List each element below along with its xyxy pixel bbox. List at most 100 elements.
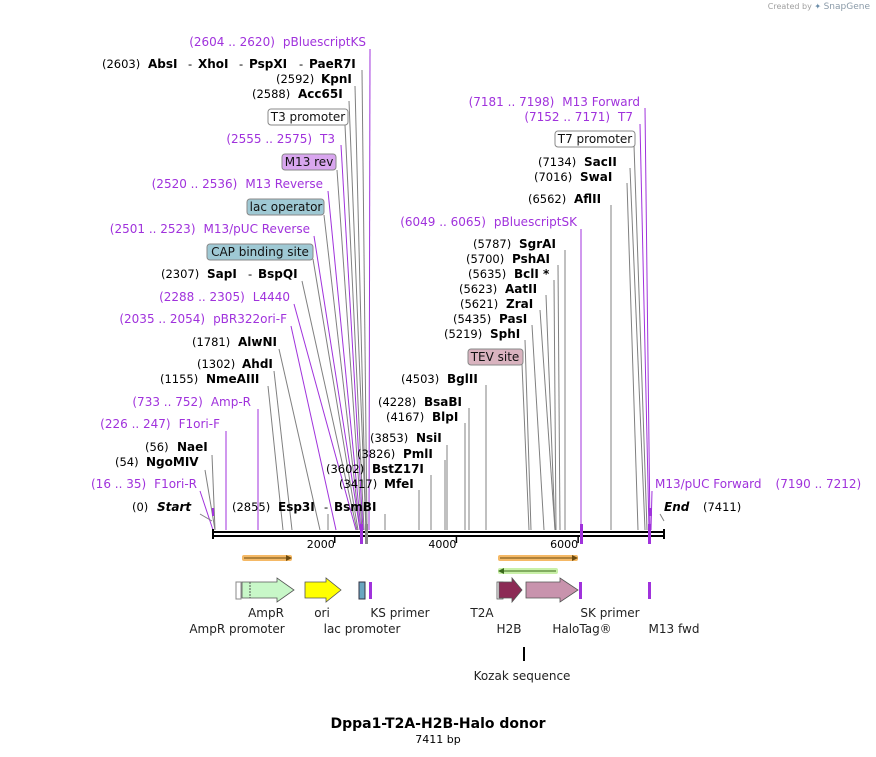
site-bglii-pos: (4503) (401, 372, 439, 386)
site-kpni-pos: (2592) (276, 72, 314, 86)
orf-arrow-ampr (242, 555, 292, 561)
site-bsabi: BsaBI (424, 395, 462, 409)
site-absi-sep2: - (239, 57, 243, 71)
leader-capsite (312, 258, 359, 531)
site-absi: AbsI (148, 57, 177, 71)
boxed-feature-labels: T3 promoter M13 rev lac operator CAP bin… (206, 108, 636, 366)
orf-arrow-reverse (498, 568, 558, 574)
site-bcli: BclI * (514, 267, 550, 281)
leader-m13forward (644, 107, 651, 531)
primer-amp-r: (733 .. 752)Amp-R (132, 395, 251, 409)
leader-f1orir (199, 490, 214, 531)
site-alwni-pos: (1781) (192, 335, 230, 349)
primer-m13-puc-reverse: (2501 .. 2523)M13/pUC Reverse (110, 222, 310, 236)
site-sacii-pos: (7134) (538, 155, 576, 169)
site-pmli: PmlI (403, 447, 433, 461)
site-sapi: SapI (207, 267, 237, 281)
site-bstz17i-pos: (3602) (326, 462, 364, 476)
site-swai: SwaI (580, 170, 612, 184)
leader-bcli (553, 279, 557, 531)
site-acc65i: Acc65I (298, 87, 343, 101)
label-ks-primer: KS primer (370, 606, 429, 620)
leader-lines (199, 48, 665, 531)
leader-t7 (639, 123, 650, 531)
orf-arrow-halotag (498, 555, 578, 561)
site-naei-pos: (56) (145, 440, 169, 454)
site-aflii: AflII (574, 192, 601, 206)
site-acc65i-pos: (2588) (252, 87, 290, 101)
leader-lacoperator (323, 214, 361, 531)
site-absi-sep3: - (299, 57, 303, 71)
leader-absi (361, 69, 368, 531)
leader-start (199, 513, 213, 522)
primer-m13-puc-forward: M13/pUC Forward(7190 .. 7212) (655, 477, 861, 491)
box-cap-binding-site: CAP binding site (206, 243, 314, 261)
label-kozak-sequence: Kozak sequence (474, 669, 571, 683)
site-zrai: ZraI (506, 297, 533, 311)
site-sphi-pos: (5219) (444, 327, 482, 341)
axis-tick-label: 4000 (428, 538, 456, 551)
box-t7-promoter: T7 promoter (554, 130, 636, 148)
snapgene-credit: Created by ✦ SnapGene (768, 2, 870, 12)
feature-lac-promoter (358, 581, 366, 600)
primer-m13-reverse: (2520 .. 2536)M13 Reverse (152, 177, 323, 191)
box-t7-promoter-label: T7 promoter (557, 132, 633, 146)
label-ampr-promoter: AmpR promoter (189, 622, 284, 636)
primer-l4440: (2288 .. 2305)L4440 (159, 290, 290, 304)
leader-sacii (629, 167, 646, 531)
site-esp3i: Esp3I (278, 500, 315, 514)
site-pasi: PasI (499, 312, 527, 326)
snapgene-logo-icon: ✦ (814, 2, 822, 11)
primer-pbluescriptks: (2604 .. 2620)pBluescriptKS (189, 35, 366, 49)
leader-alwni (278, 348, 321, 531)
site-bsabi-pos: (4228) (378, 395, 416, 409)
leader-swai (626, 182, 639, 531)
map-length: 7411 bp (415, 733, 461, 746)
leader-pasi (531, 324, 545, 531)
primer-f1ori-r: (16 .. 35)F1ori-R (91, 477, 197, 491)
map-title-block: Dppa1-T2A-H2B-Halo donor 7411 bp (0, 716, 876, 746)
end-label: End (664, 500, 690, 514)
restriction-site-labels: (2603) AbsI - XhoI - PspXI - PaeR7I (259… (102, 57, 617, 514)
site-esp3i-sep: - (324, 500, 328, 514)
site-blpi-pos: (4167) (386, 410, 424, 424)
site-esp3i-pos: (2855) (232, 500, 270, 514)
box-tev-site: TEV site (467, 348, 524, 366)
label-m13-fwd: M13 fwd (649, 622, 700, 636)
site-pspxi: PspXI (249, 57, 287, 71)
site-mfei: MfeI (384, 477, 414, 491)
start-pos: (0) (132, 500, 148, 514)
leader-ngomiv (204, 469, 216, 531)
credit-brand: SnapGene (823, 2, 870, 12)
box-lac-operator: lac operator (246, 198, 325, 216)
site-bcli-pos: (5635) (468, 267, 506, 281)
orf-arrows (242, 555, 578, 574)
site-ahdi-pos: (1302) (197, 357, 235, 371)
leader-kpni (354, 85, 367, 531)
site-nmeaiii-pos: (1155) (160, 372, 198, 386)
primer-t3: (2555 .. 2575)T3 (226, 132, 335, 146)
box-m13-rev: M13 rev (281, 153, 337, 171)
site-sapi-pos: (2307) (161, 267, 199, 281)
box-t3-promoter-label: T3 promoter (270, 110, 346, 124)
leader-aatii (545, 294, 556, 531)
box-tev-site-label: TEV site (470, 350, 520, 364)
site-blpi: BlpI (432, 410, 458, 424)
site-aatii-pos: (5623) (459, 282, 497, 296)
label-h2b: H2B (497, 622, 522, 636)
primer-m13-forward: (7181 .. 7198)M13 Forward (469, 95, 640, 109)
end-pos: (7411) (703, 500, 741, 514)
primer-t7: (7152 .. 7171)T7 (524, 110, 633, 124)
leader-end (659, 513, 665, 522)
leader-m13rev (336, 169, 363, 531)
feature-ampr-promoter (235, 581, 242, 600)
axis-tick-label: 2000 (307, 538, 335, 551)
box-t3-promoter: T3 promoter (267, 108, 349, 126)
feature-halotag (525, 577, 579, 603)
start-label: Start (157, 500, 192, 514)
leader-pbluescriptks (368, 48, 371, 531)
features (235, 576, 651, 661)
site-ahdi: AhdI (242, 357, 273, 371)
